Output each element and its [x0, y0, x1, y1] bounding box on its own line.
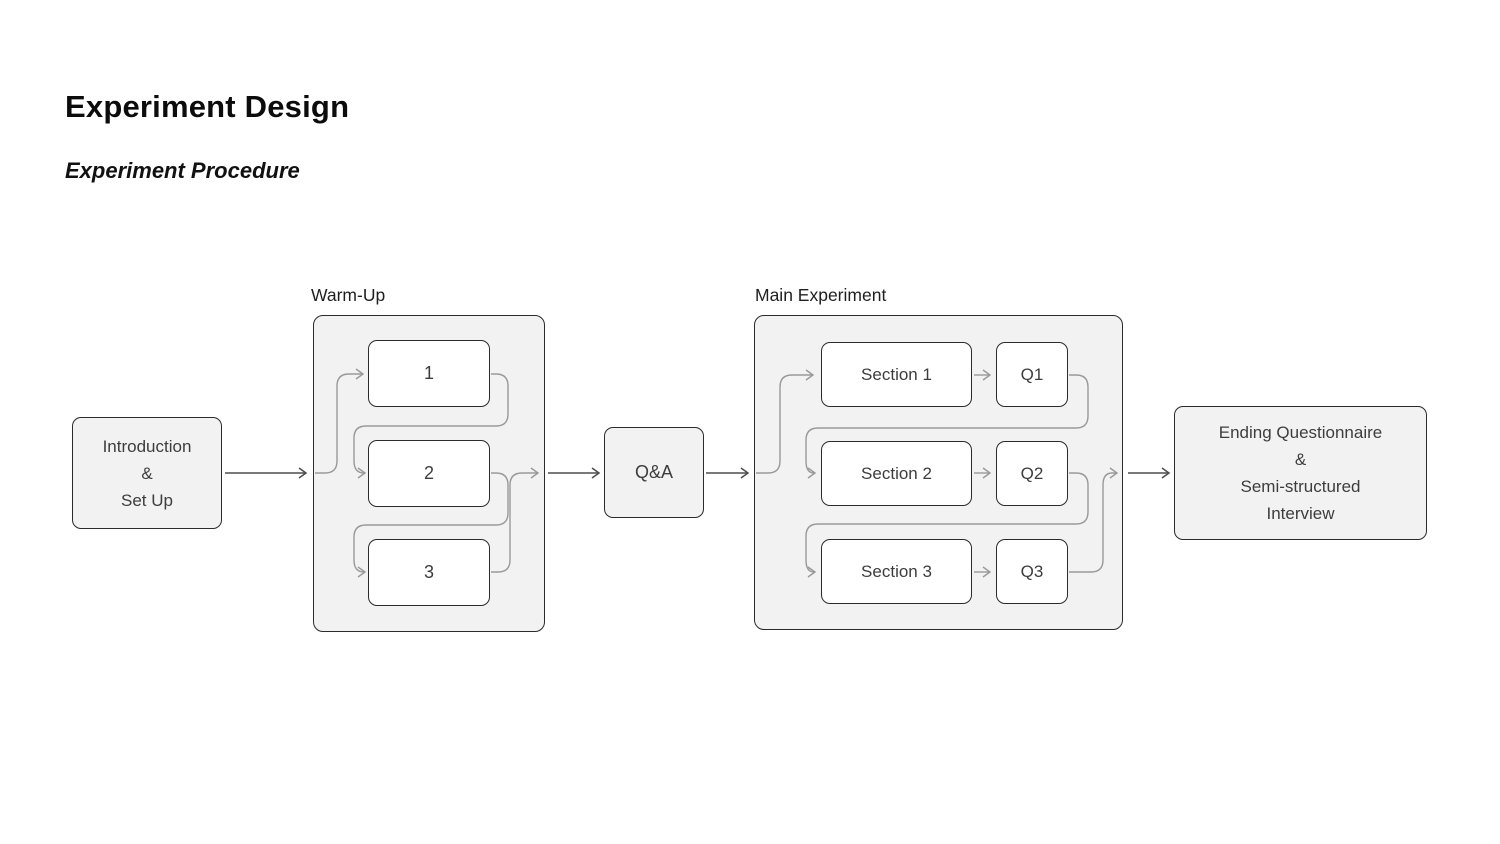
question-2-node: Q2 — [996, 441, 1068, 506]
page-subtitle: Experiment Procedure — [65, 158, 300, 184]
section-2-node: Section 2 — [821, 441, 972, 506]
section-3-node: Section 3 — [821, 539, 972, 604]
warmup-group-label: Warm-Up — [311, 285, 386, 305]
qa-node: Q&A — [604, 427, 704, 518]
main-experiment-group-label: Main Experiment — [755, 285, 887, 305]
warmup-step-3-node: 3 — [368, 539, 490, 606]
question-1-node: Q1 — [996, 342, 1068, 407]
section-1-node: Section 1 — [821, 342, 972, 407]
intro-setup-node: Introduction & Set Up — [72, 417, 222, 529]
question-3-node: Q3 — [996, 539, 1068, 604]
warmup-step-2-node: 2 — [368, 440, 490, 507]
ending-interview-node: Ending Questionnaire & Semi-structured I… — [1174, 406, 1427, 540]
warmup-step-1-node: 1 — [368, 340, 490, 407]
page-title: Experiment Design — [65, 88, 350, 124]
